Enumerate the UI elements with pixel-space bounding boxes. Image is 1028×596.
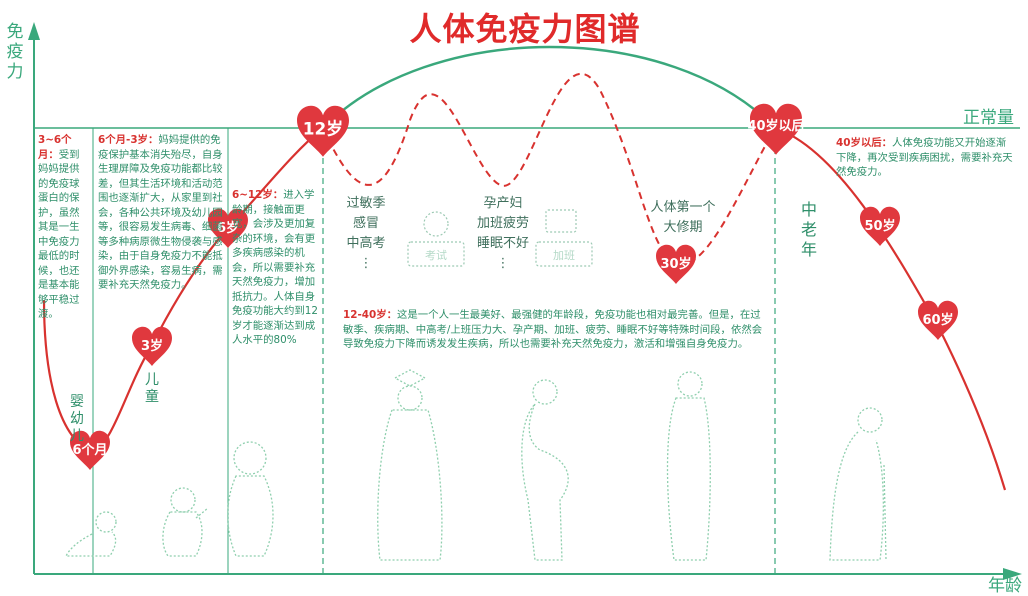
risk-more-2: ⋮ <box>496 256 510 271</box>
note-12-40y-body: 这是一个人一生最美好、最强健的年龄段，免疫功能也相对最完善。但是，在过敏季、疾病… <box>343 309 763 350</box>
heart-60-years: 60岁 <box>918 300 958 340</box>
overhaul-period: 人体第一个 大修期 <box>638 198 728 238</box>
heart-30-years: 30岁 <box>656 244 696 284</box>
note-6m-3y-heading: 6个月-3岁： <box>98 134 159 146</box>
pregnant-woman-icon <box>521 379 569 561</box>
woman-standing-icon <box>666 371 711 561</box>
work-icon: 加班 <box>535 209 593 267</box>
stage-6-months-label: 6个月 <box>72 442 107 458</box>
stage-30-years-label: 30岁 <box>660 256 691 272</box>
note-3-6-months-heading: 3~6个月： <box>38 134 72 161</box>
heart-3-years: 3岁 <box>132 326 172 366</box>
note-6m-3y: 6个月-3岁：妈妈提供的免疫保护基本消失殆尽，自身生理屏障及免疫功能都比较差，但… <box>98 133 224 293</box>
silhouettes <box>64 369 887 561</box>
note-12-40y-heading: 12-40岁： <box>343 309 398 321</box>
risk-overtime: 加班疲劳 <box>476 216 529 231</box>
heart-40-years: 40岁以后 <box>747 103 805 155</box>
heart-6-months: 6个月 <box>70 430 110 470</box>
baby-crawling-icon <box>64 511 117 557</box>
x-axis-label: 年龄 <box>988 576 1022 596</box>
note-6-12y-heading: 6~12岁： <box>232 189 284 201</box>
note-6m-3y-body: 妈妈提供的免疫保护基本消失殆尽，自身生理屏障及免疫功能都比较差，但其生活环境和活… <box>98 134 223 291</box>
work-icon-label: 加班 <box>553 249 575 262</box>
heart-12-years: 12岁 <box>297 105 349 157</box>
stage-50-years-label: 50岁 <box>864 218 895 234</box>
elderly-icon <box>829 407 887 561</box>
normal-level-label: 正常量 <box>963 108 1014 128</box>
y-axis-label: 免疫力 <box>6 22 24 82</box>
y-axis-arrow <box>28 22 40 40</box>
note-6-12y: 6~12岁：进入学龄期，接触面更宽，会涉及更加复杂的环境，会有更多疾病感染的机会… <box>232 188 318 348</box>
x-axis-arrow <box>1003 568 1022 580</box>
exam-icon-label: 考试 <box>425 249 447 262</box>
infant-stage-label: 婴幼儿 <box>70 394 84 444</box>
stage-60-years-label: 60岁 <box>922 312 953 328</box>
overhaul-line-2: 大修期 <box>663 220 703 235</box>
graduate-icon <box>377 369 443 561</box>
note-40y-plus-heading: 40岁以后： <box>836 137 893 149</box>
risk-poor-sleep: 睡眠不好 <box>476 236 529 251</box>
exam-icon: 考试 <box>407 211 465 267</box>
page-title: 人体免疫力图谱 <box>409 10 641 48</box>
toddler-icon <box>162 487 209 557</box>
heart-6-years: 6岁 <box>208 208 248 248</box>
risk-allergy-season: 过敏季 <box>346 196 386 211</box>
note-12-40y: 12-40岁：这是一个人一生最美好、最强健的年龄段，免疫功能也相对最完善。但是，… <box>343 308 763 352</box>
declining-curve <box>774 126 1007 491</box>
stage-3-years-label: 3岁 <box>141 338 163 354</box>
risk-exam: 中高考 <box>346 236 386 251</box>
stage-40-years-label: 40岁以后 <box>747 118 804 134</box>
child-stage-label: 儿童 <box>145 372 159 405</box>
note-6-12y-body: 进入学龄期，接触面更宽，会涉及更加复杂的环境，会有更多疾病感染的机会，所以需要补… <box>232 189 318 346</box>
note-40y-plus-body: 人体免疫功能又开始逐渐下降，再次受到疾病困扰，需要补充天然免疫力。 <box>836 137 1013 178</box>
note-3-6-months-body: 受到妈妈提供的免疫球蛋白的保护，虽然其是一生中免疫力最低的时候，也还是基本能够平… <box>38 148 80 321</box>
risk-pregnancy: 孕产妇 <box>483 196 523 211</box>
heart-50-years: 50岁 <box>860 206 900 246</box>
elder-stage-label: 中老年 <box>800 200 817 259</box>
risk-cold: 感冒 <box>352 216 379 231</box>
risk-more-1: ⋮ <box>359 256 373 271</box>
risk-list-1: 过敏季 感冒 中高考 ⋮ <box>334 194 398 274</box>
girl-icon <box>227 441 274 557</box>
risk-list-2: 孕产妇 加班疲劳 睡眠不好 ⋮ <box>468 194 538 274</box>
note-3-6-months: 3~6个月：受到妈妈提供的免疫球蛋白的保护，虽然其是一生中免疫力最低的时候，也还… <box>38 133 88 322</box>
stage-6-years-label: 6岁 <box>217 220 239 236</box>
peak-arch-curve <box>322 45 776 129</box>
overhaul-line-1: 人体第一个 <box>650 200 716 215</box>
note-40y-plus: 40岁以后：人体免疫功能又开始逐渐下降，再次受到疾病困扰，需要补充天然免疫力。 <box>836 136 1016 180</box>
stage-12-years-label: 12岁 <box>303 119 343 139</box>
